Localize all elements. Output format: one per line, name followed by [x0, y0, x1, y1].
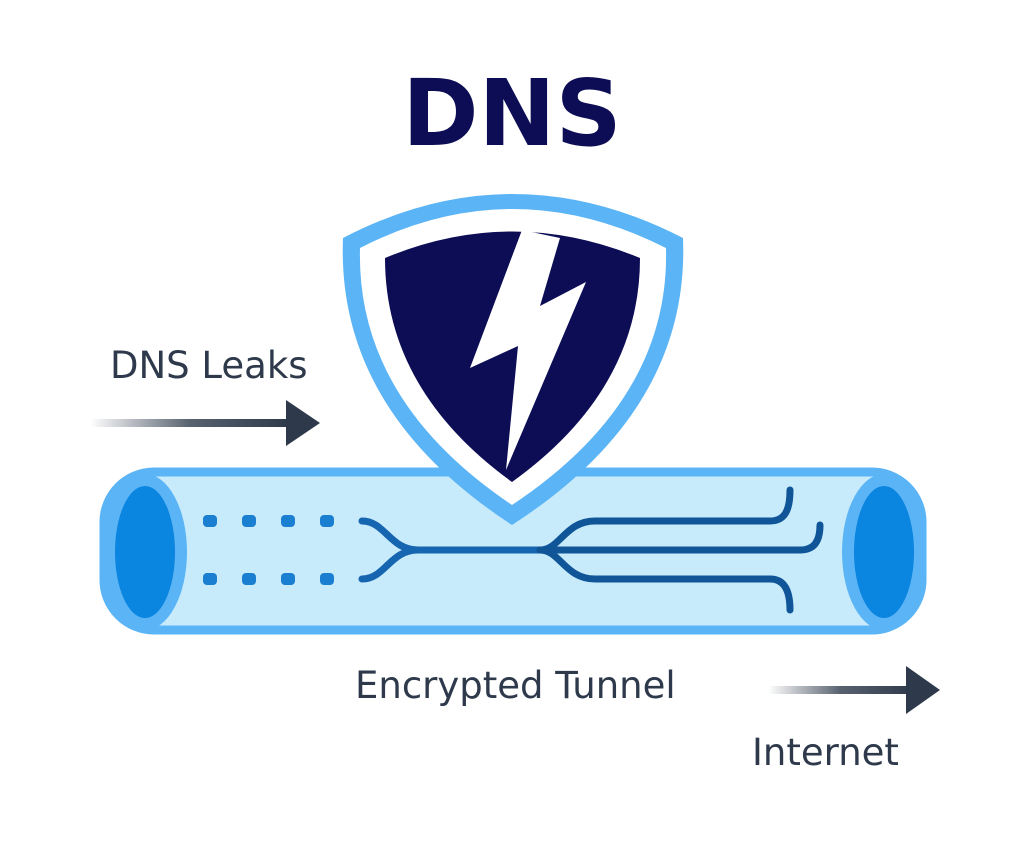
encrypted-tunnel-label: Encrypted Tunnel — [355, 664, 676, 707]
internet-label: Internet — [752, 731, 899, 774]
tunnel-pipe — [99, 467, 927, 635]
encrypted-streams — [358, 486, 824, 614]
shield-lightning-icon — [342, 194, 684, 525]
arrow-right-icon — [90, 400, 320, 446]
dns-leak-dots — [203, 515, 334, 585]
diagram-title: DNS — [402, 60, 622, 167]
dns-leaks-label: DNS Leaks — [110, 344, 308, 387]
arrow-right-icon — [768, 666, 940, 714]
